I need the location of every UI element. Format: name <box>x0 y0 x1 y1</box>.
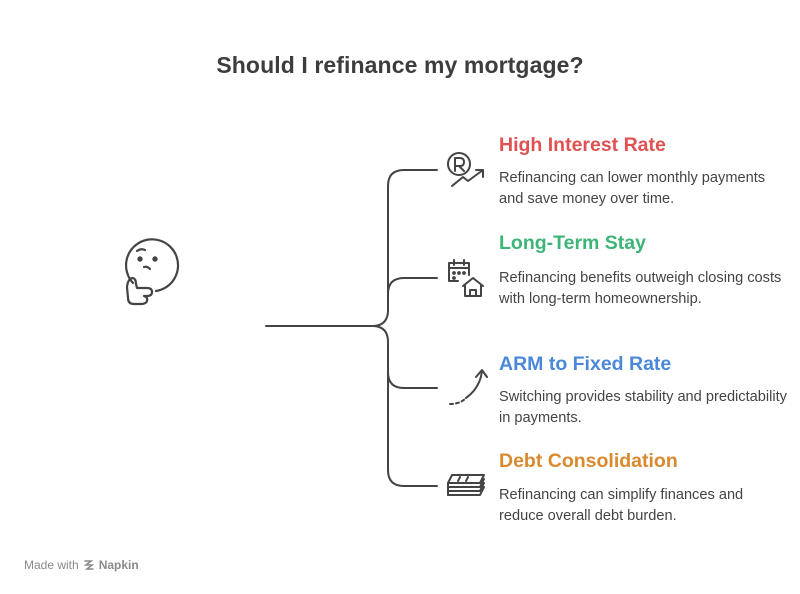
branch-heading-long-term: Long-Term Stay <box>499 232 646 254</box>
branch-heading-debt: Debt Consolidation <box>499 450 678 472</box>
branch-heading-high-interest: High Interest Rate <box>499 134 666 156</box>
diagram-title: Should I refinance my mortgage? <box>216 52 584 78</box>
footer-brand: Napkin <box>98 558 139 572</box>
thinking-face-icon <box>124 238 180 306</box>
trunk-line <box>265 169 438 327</box>
branch-line-long-term <box>387 277 438 295</box>
branch-desc-arm-fixed: Switching provides stability and predict… <box>499 389 787 426</box>
branch-line-debt <box>387 371 438 487</box>
branch-desc-debt: Refinancing can simplify finances and re… <box>499 487 744 524</box>
branch-line-arm <box>371 325 438 389</box>
branch-desc-long-term: Refinancing benefits outweigh closing co… <box>499 270 782 307</box>
curved-arrow-up-icon <box>449 369 488 405</box>
footer-attribution: Made with Napkin <box>24 558 139 572</box>
calendar-house-icon <box>448 259 484 297</box>
branch-desc-high-interest: Refinancing can lower monthly payments a… <box>499 170 766 207</box>
branch-heading-arm-fixed: ARM to Fixed Rate <box>499 353 672 375</box>
money-stack-icon <box>447 474 485 496</box>
napkin-logo-icon <box>83 560 94 570</box>
rupee-trend-up-icon <box>447 152 484 187</box>
footer-made-with: Made with <box>24 558 79 572</box>
